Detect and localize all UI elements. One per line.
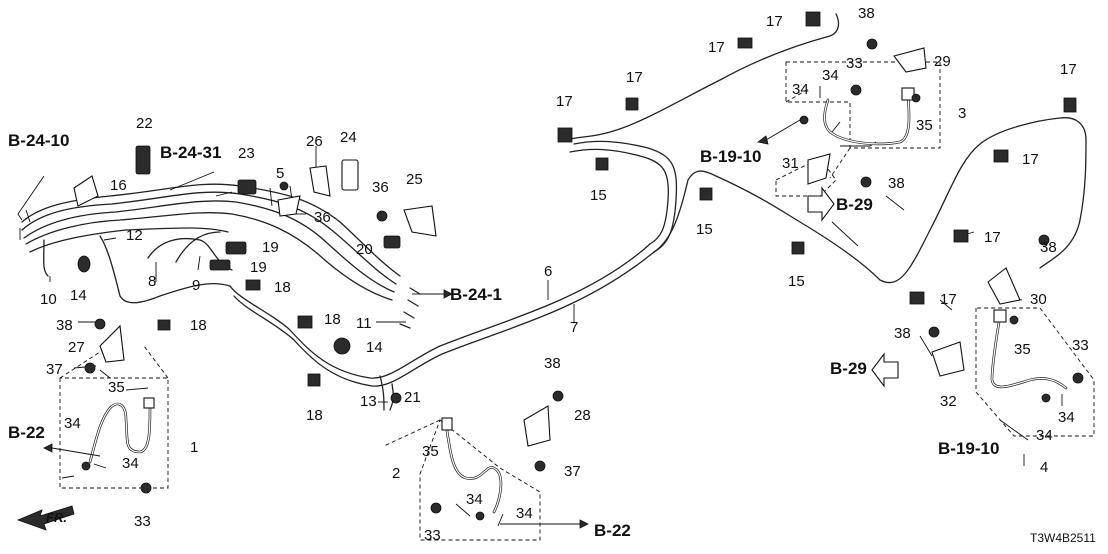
callout-32: 32 [940,393,957,410]
ref-b24-10: B-24-10 [8,131,69,150]
callout-33c: 33 [846,55,863,72]
callout-38b: 38 [544,355,561,372]
callout-18a: 18 [274,279,291,296]
callout-22: 22 [136,115,153,132]
brake-hose-right-upper [799,87,915,146]
callout-38e: 38 [1040,239,1057,256]
ref-b22-left: B-22 [8,423,45,442]
callout-26: 26 [306,133,323,150]
callout-6: 6 [544,263,552,280]
callout-7: 7 [570,319,578,336]
callout-17e: 17 [1060,61,1077,78]
ref-b24-1: B-24-1 [450,285,502,304]
callout-15a: 15 [590,187,607,204]
callout-19b: 19 [250,259,267,276]
callout-33a: 33 [134,513,151,530]
callout-17a: 17 [766,13,783,30]
callout-38a: 38 [56,317,73,334]
callout-13: 13 [360,393,377,410]
callout-34c: 34 [466,491,483,508]
callout-1: 1 [190,439,198,456]
callout-29: 29 [934,53,951,70]
callout-20: 20 [356,241,373,258]
callout-15b: 15 [696,221,713,238]
callout-2: 2 [392,465,400,482]
callout-34f: 34 [822,67,839,84]
callout-34g: 34 [1036,427,1053,444]
callout-3: 3 [958,105,966,122]
callout-34h: 34 [1058,409,1075,426]
callout-16: 16 [110,177,127,194]
callout-15c: 15 [788,273,805,290]
callout-35c: 35 [916,117,933,134]
callout-24: 24 [340,129,357,146]
callout-19a: 19 [262,239,279,256]
brake-hose-right-lower [990,309,1068,403]
callout-17h: 17 [940,291,957,308]
reference-arrows [16,119,1029,531]
callout-38f: 38 [894,325,911,342]
ref-b19-10-top: B-19-10 [700,147,761,166]
callout-35a: 35 [108,379,125,396]
callout-5: 5 [276,165,284,182]
assembly-group-outlines [59,61,1095,541]
ref-b19-10-bottom: B-19-10 [938,439,999,458]
ref-b22-bottom: B-22 [594,521,631,540]
callout-27: 27 [68,339,85,356]
callout-28: 28 [574,407,591,424]
reference-labels: B-24-10 B-24-31 B-24-1 B-22 B-22 B-19-10… [8,131,1096,545]
callout-14b: 14 [366,339,383,356]
brake-hose-front-left [81,397,155,471]
callout-34e: 34 [792,81,809,98]
callout-18c: 18 [324,311,341,328]
callout-10: 10 [40,291,57,308]
callout-38d: 38 [888,175,905,192]
callout-30: 30 [1030,291,1047,308]
callout-17g: 17 [984,229,1001,246]
front-direction-label: FR. [46,510,67,525]
callout-34a: 34 [64,415,81,432]
callout-37b: 37 [564,463,581,480]
callout-25: 25 [406,171,423,188]
callout-4: 4 [1040,459,1048,476]
diagram-code: T3W4B2511 [1030,531,1096,545]
clips-and-brackets [73,11,1084,514]
callout-36b: 36 [314,209,331,226]
callout-14a: 14 [70,287,87,304]
callout-23: 23 [238,145,255,162]
callout-numbers: 1 2 3 4 5 6 7 8 9 10 11 12 13 14 14 15 1… [40,5,1089,544]
callout-17b: 17 [708,39,725,56]
callout-36a: 36 [372,179,389,196]
callout-37a: 37 [46,361,63,378]
brake-hose-rear-center [441,417,503,521]
callout-34d: 34 [516,505,533,522]
callout-8: 8 [148,273,156,290]
callout-35d: 35 [1014,341,1031,358]
callout-18b: 18 [190,317,207,334]
callout-17f: 17 [1022,151,1039,168]
ref-b24-31: B-24-31 [160,143,221,162]
callout-31: 31 [782,155,799,172]
main-pipe-bundle [21,13,1087,411]
callout-11: 11 [356,315,372,332]
callout-35b: 35 [422,443,439,460]
callout-34b: 34 [122,455,139,472]
ref-b29-mid: B-29 [836,195,873,214]
callout-33b: 33 [424,527,441,544]
callout-38c: 38 [858,5,875,22]
callout-17c: 17 [626,69,643,86]
callout-21: 21 [404,389,421,406]
callout-18d: 18 [306,407,323,424]
callout-9: 9 [192,277,200,294]
callout-17d: 17 [556,93,573,110]
callout-12: 12 [126,227,143,244]
ref-b29-right: B-29 [830,359,867,378]
callout-33d: 33 [1072,337,1089,354]
